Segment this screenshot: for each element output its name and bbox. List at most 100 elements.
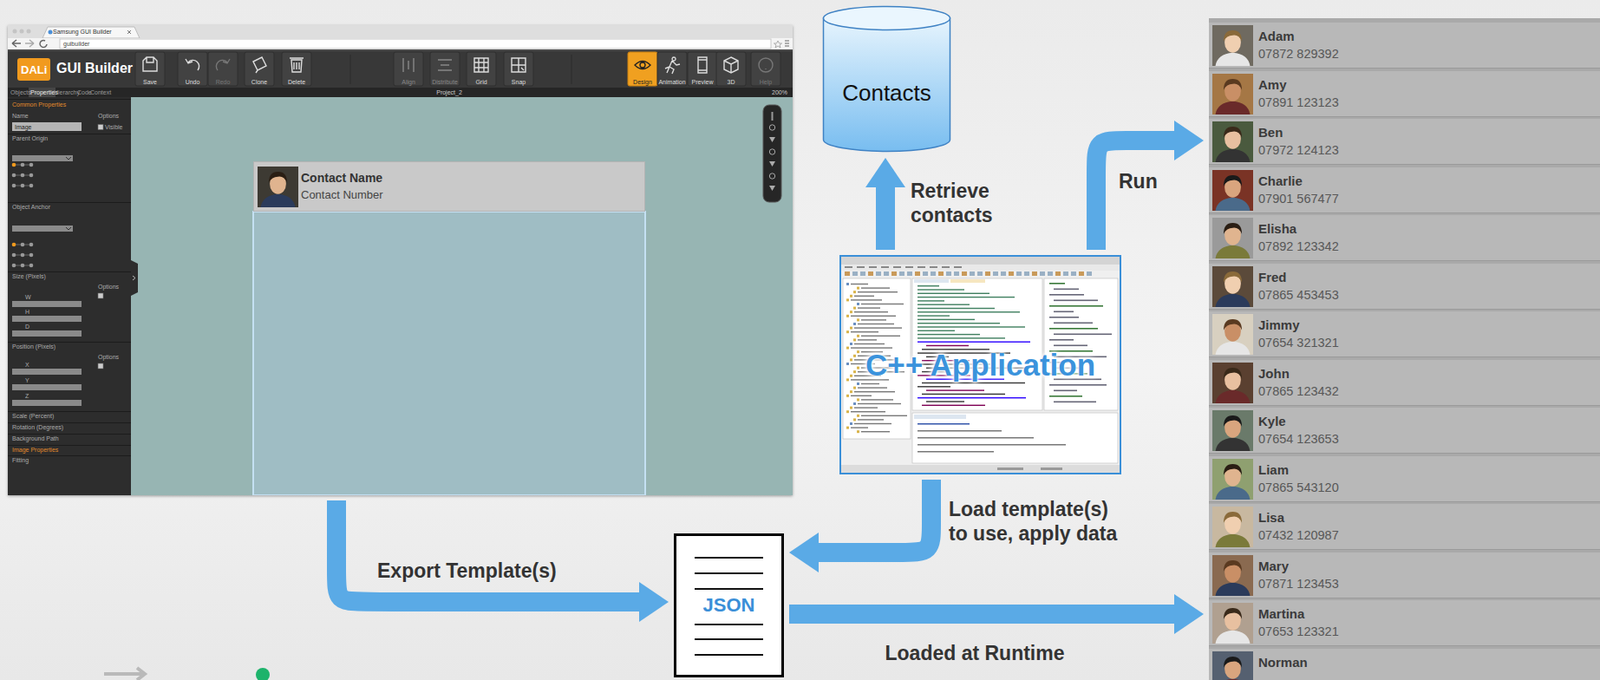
ui-label: Preview (692, 78, 714, 85)
avatar-photo (1212, 602, 1254, 644)
contact-name: Adam (1258, 28, 1295, 45)
ui-label: Background Path (12, 435, 59, 442)
contact-number: 07891 123123 (1258, 94, 1339, 111)
ui-label: D (25, 323, 30, 330)
ui-label: 3D (727, 78, 736, 85)
ui-label: Code (77, 89, 92, 96)
ui-label: Delete (287, 78, 306, 85)
avatar-photo (1212, 169, 1254, 211)
contact-number: 07865 543120 (1258, 479, 1339, 496)
avatar-photo (1212, 506, 1254, 548)
ui-label: Align (401, 78, 416, 85)
cylinder-shape (822, 5, 952, 153)
connector-label: Export Template(s) (377, 559, 557, 584)
ui-label: Context (90, 89, 112, 96)
connector-label: Loaded at Runtime (884, 641, 1065, 667)
contact-row: Amy07891 123123 (1208, 71, 1600, 118)
ui-label: Name (12, 112, 29, 119)
contact-name: Norman (1258, 654, 1308, 671)
contact-name: Elisha (1258, 221, 1297, 237)
ui-label: Common Properties (12, 101, 66, 108)
contact-row: Lisa07432 120987 (1208, 503, 1600, 550)
contact-number: 07432 120987 (1258, 527, 1339, 543)
contact-row: Jimmy07654 321321 (1208, 311, 1600, 358)
contact-name: Contact Name (300, 170, 383, 186)
avatar-photo (1212, 266, 1254, 307)
contact-row: Kyle07654 123653 (1208, 407, 1600, 454)
ui-label: Fitting (12, 457, 29, 464)
contact-number: 07654 123653 (1258, 431, 1339, 447)
contact-row: Mary07871 123453 (1208, 552, 1600, 599)
ui-label: Save (143, 78, 157, 85)
contact-number: Contact Number (300, 188, 384, 203)
contact-row: Liam07865 543120 (1208, 456, 1600, 503)
builder-screenshot (7, 25, 793, 496)
contact-number: 07872 829392 (1258, 45, 1339, 62)
ui-label: Undo (185, 78, 201, 85)
avatar-photo (1212, 458, 1254, 500)
contact-name: Kyle (1258, 413, 1287, 430)
json-file: JSON (673, 533, 784, 678)
ui-label: guibuilder (63, 40, 90, 47)
avatar-photo (1212, 73, 1254, 115)
app-title: GUI Builder (56, 61, 133, 76)
avatar-photo (1212, 217, 1254, 259)
flow-arrow (789, 604, 1175, 624)
ui-label: Z (25, 392, 29, 399)
contact-number: 07865 123432 (1258, 383, 1339, 399)
avatar-photo (1212, 651, 1254, 680)
flow-arrow (1096, 140, 1175, 250)
flow-arrow (875, 187, 895, 250)
contact-row: Ben07972 124123 (1208, 118, 1600, 165)
ui-label: X (25, 361, 30, 368)
ui-label: Animation (658, 78, 686, 85)
ui-label: Project_2 (436, 89, 463, 96)
logo-text: DALi (20, 64, 47, 76)
ui-label: Distribute (431, 78, 458, 85)
avatar-photo (257, 166, 299, 208)
avatar-photo (1212, 410, 1254, 451)
contact-row: Norman (1208, 648, 1600, 680)
contact-row: Adam07872 829392 (1208, 22, 1600, 69)
contact-number: 07892 123342 (1258, 238, 1339, 255)
file-label: JSON (700, 594, 758, 617)
contact-name: Charlie (1258, 173, 1303, 190)
ui-label: Size (Pixels) (12, 273, 46, 280)
avatar-photo (1212, 362, 1254, 404)
contact-number: 07865 453453 (1258, 287, 1339, 303)
ui-label: Hierarchy (53, 89, 80, 96)
application-box: C++ Application (839, 254, 1122, 475)
avatar-photo (1212, 25, 1254, 66)
connector-label: Run (1118, 169, 1158, 195)
contact-name: Jimmy (1258, 317, 1300, 334)
contact-name: Lisa (1258, 509, 1285, 526)
ui-label: Help (759, 78, 772, 85)
ui-label: Snap (511, 78, 526, 85)
contact-name: John (1258, 365, 1290, 382)
avatar-photo (1212, 313, 1254, 355)
ui-label: Redo (215, 78, 231, 85)
ui-label: 200% (771, 89, 788, 96)
ui-label: Options (97, 283, 119, 290)
contact-list: Adam07872 829392Amy07891 123123Ben07972 … (1208, 18, 1600, 680)
ui-label: Design (633, 78, 653, 85)
ui-label: Object Anchor (12, 203, 51, 210)
connector-label: Retrieve contacts (910, 179, 1019, 228)
app-title: C++ Application (865, 347, 1096, 383)
flow-arrow (818, 479, 932, 553)
contact-name: Fred (1258, 269, 1287, 286)
ui-label: H (25, 308, 30, 315)
ui-label: Clone (251, 78, 268, 85)
flow-arrow (336, 500, 640, 602)
contact-name: Liam (1258, 462, 1289, 478)
contact-row: Charlie07901 567477 (1208, 167, 1600, 214)
contact-row: Martina07653 123321 (1208, 600, 1600, 647)
database-cylinder: Contacts (822, 5, 952, 153)
contact-number: 07972 124123 (1258, 142, 1339, 158)
brand-arrow (104, 667, 145, 680)
contact-number: 07871 123453 (1258, 575, 1339, 592)
brand-dot (255, 667, 270, 680)
ui-label: Scale (Percent) (12, 412, 54, 419)
contact-row: Fred07865 453453 (1208, 263, 1600, 310)
ui-label: Image Properties (12, 446, 59, 453)
